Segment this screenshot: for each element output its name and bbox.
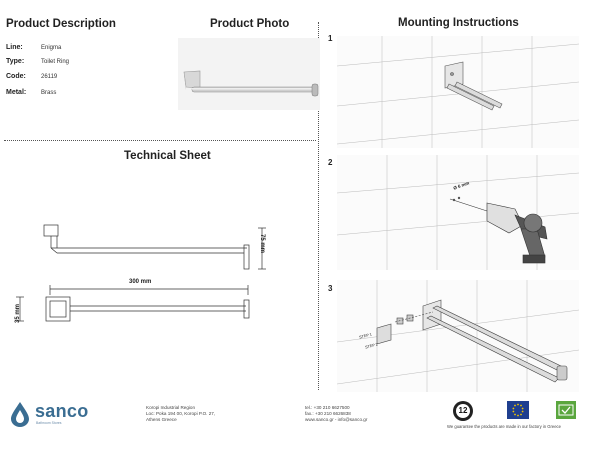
spec-value: Brass — [41, 90, 57, 96]
sanco-drop-logo-icon — [11, 402, 29, 427]
spec-value: Enigma — [41, 45, 62, 51]
height-dimension-label: 75 mm — [259, 234, 265, 254]
product-photo-title: Product Photo — [210, 18, 290, 30]
address-line: Athens Greece — [146, 417, 177, 422]
technical-sheet-title: Technical Sheet — [124, 150, 211, 162]
spec-label: Metal: — [6, 89, 27, 96]
width-dimension-label: 300 mm — [127, 279, 154, 285]
spec-value: 26119 — [41, 74, 58, 80]
product-photo — [178, 38, 320, 110]
spec-label: Line: — [6, 44, 23, 51]
mounting-step-2: Ø 6 mm — [337, 155, 579, 270]
eu-flag-icon — [507, 401, 529, 419]
horizontal-divider — [4, 140, 316, 141]
contact-line: tel.: +30 210 6627500 — [305, 405, 350, 410]
contact-line: www.sanco.gr - info@sanco.gr — [305, 417, 368, 422]
spec-label: Code: — [6, 73, 26, 80]
address-line: Koropi Industrial Region — [146, 405, 196, 410]
mounting-instructions-title: Mounting Instructions — [398, 17, 519, 29]
spec-label: Type: — [6, 58, 25, 65]
guarantee-years-badge-icon — [453, 401, 473, 421]
brand-tagline: Bathroom Stores — [36, 421, 62, 425]
address-line: Loc: Poka 194 00, Koropi P.O. 27, — [146, 411, 216, 416]
drilling-illustration — [337, 155, 579, 270]
vertical-divider — [318, 22, 319, 390]
brand-name: sanco — [35, 401, 89, 421]
mounting-step-1 — [337, 36, 579, 148]
factory-guarantee-text: We guarantee the products are made in ou… — [447, 424, 561, 429]
product-description-title: Product Description — [6, 18, 116, 30]
assembly-illustration — [337, 280, 579, 392]
contact-line: fax.: +30 210 6626838 — [305, 411, 351, 416]
guarantee-years-value: 12 — [458, 406, 468, 415]
spec-value: Toilet Ring — [41, 59, 70, 65]
wall-tiles-illustration — [337, 36, 579, 148]
technical-drawing — [16, 224, 266, 322]
mounting-step-3: STEP 1 STEP 2 — [337, 280, 579, 392]
green-quality-badge-icon — [556, 401, 576, 419]
depth-dimension-label: 35 mm — [15, 303, 21, 323]
step-number: 3 — [328, 284, 333, 293]
step-number: 2 — [328, 158, 333, 167]
step-number: 1 — [328, 34, 333, 43]
